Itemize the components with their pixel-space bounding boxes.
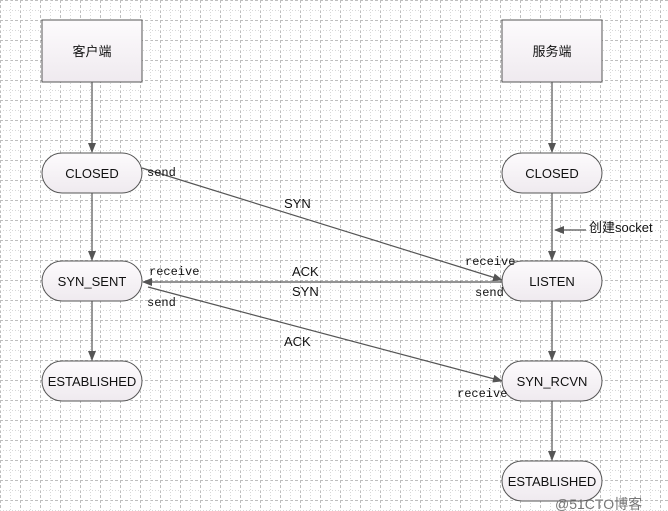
label-syn: SYN	[284, 196, 311, 211]
client-label: 客户端	[72, 44, 111, 59]
label-send-synsent: send	[147, 296, 176, 310]
node-client	[41, 19, 143, 83]
client-closed-label: CLOSED	[65, 166, 118, 181]
node-client-closed	[41, 152, 143, 194]
syn-rcvn-label: SYN_RCVN	[517, 374, 588, 389]
server-closed-label: CLOSED	[525, 166, 578, 181]
client-established-label: ESTABLISHED	[48, 374, 137, 389]
server-established-label: ESTABLISHED	[508, 474, 597, 489]
node-client-established	[41, 360, 143, 402]
syn-sent-label: SYN_SENT	[58, 274, 127, 289]
label-ack: ACK	[284, 334, 311, 349]
label-ack-top: ACK	[292, 264, 319, 279]
label-syn-bottom: SYN	[292, 284, 319, 299]
label-send-closed: send	[147, 166, 176, 180]
node-server-established	[501, 460, 603, 502]
node-syn-rcvn	[501, 360, 603, 402]
watermark: @51CTO博客	[555, 496, 642, 511]
label-receive-listen: receive	[465, 255, 515, 269]
edge-ack	[147, 286, 503, 383]
node-server	[501, 19, 603, 83]
edge-syn	[141, 167, 503, 282]
label-create-socket: 创建socket	[589, 220, 653, 235]
label-receive-synsent: receive	[149, 265, 199, 279]
node-server-closed	[501, 152, 603, 194]
listen-label: LISTEN	[529, 274, 575, 289]
label-receive-rcvn: receive	[457, 387, 507, 401]
node-syn-sent	[41, 260, 143, 302]
server-label: 服务端	[532, 44, 571, 59]
node-listen	[501, 260, 603, 302]
label-send-listen: send	[475, 286, 504, 300]
